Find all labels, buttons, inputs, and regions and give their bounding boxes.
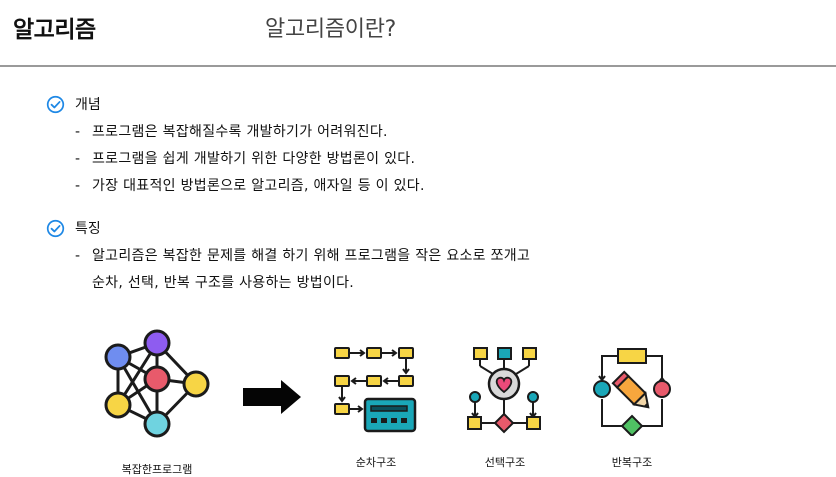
bullet-dash: - — [75, 248, 81, 264]
header: 알고리즘 알고리즘이란? — [0, 0, 836, 66]
bullet-dash: - — [75, 151, 81, 167]
bullet-item: -프로그램은 복잡해질수록 개발하기가 어려워진다. — [46, 119, 425, 146]
caption-repetition: 반복구조 — [611, 456, 653, 469]
header-divider — [0, 65, 836, 67]
section-heading: 개념 — [46, 94, 425, 114]
page-subtitle: 알고리즘이란? — [265, 17, 397, 42]
loop-flow-icon — [593, 348, 671, 436]
section-title: 특징 — [75, 221, 101, 237]
check-circle-icon — [46, 219, 65, 237]
bullet-item: -가장 대표적인 방법론으로 알고리즘, 애자일 등 이 있다. — [46, 173, 425, 200]
caption-sequence: 순차구조 — [355, 456, 397, 469]
sequence-flow-icon — [334, 347, 417, 433]
right-arrow-icon — [243, 380, 301, 414]
network-icon — [104, 329, 210, 438]
bullet-dash: - — [75, 124, 81, 140]
selection-flow-icon — [467, 347, 541, 434]
caption-selection: 선택구조 — [484, 456, 526, 469]
bullet-continuation: 순차, 선택, 반복 구조를 사용하는 방법이다. — [92, 275, 355, 291]
bullet-text: 프로그램은 복잡해질수록 개발하기가 어려워진다. — [92, 124, 388, 140]
page-title: 알고리즘 — [13, 17, 96, 43]
caption-complex: 복잡한프로그램 — [121, 463, 193, 476]
section-title: 개념 — [75, 97, 101, 113]
check-circle-icon — [46, 95, 65, 113]
bullet-item: -알고리즘은 복잡한 문제를 해결 하기 위해 프로그램을 작은 요소로 쪼개고 — [46, 243, 530, 270]
bullet-text: 가장 대표적인 방법론으로 알고리즘, 애자일 등 이 있다. — [92, 178, 425, 194]
bullet-text: 프로그램을 쉽게 개발하기 위한 다양한 방법론이 있다. — [92, 151, 416, 167]
bullet-text: 알고리즘은 복잡한 문제를 해결 하기 위해 프로그램을 작은 요소로 쪼개고 — [92, 248, 531, 264]
section-heading: 특징 — [46, 218, 530, 238]
section-feature: 특징 -알고리즘은 복잡한 문제를 해결 하기 위해 프로그램을 작은 요소로 … — [46, 218, 530, 297]
section-concept: 개념 -프로그램은 복잡해질수록 개발하기가 어려워진다. -프로그램을 쉽게 … — [46, 94, 425, 200]
bullet-dash: - — [75, 178, 81, 194]
bullet-item: -프로그램을 쉽게 개발하기 위한 다양한 방법론이 있다. — [46, 146, 425, 173]
